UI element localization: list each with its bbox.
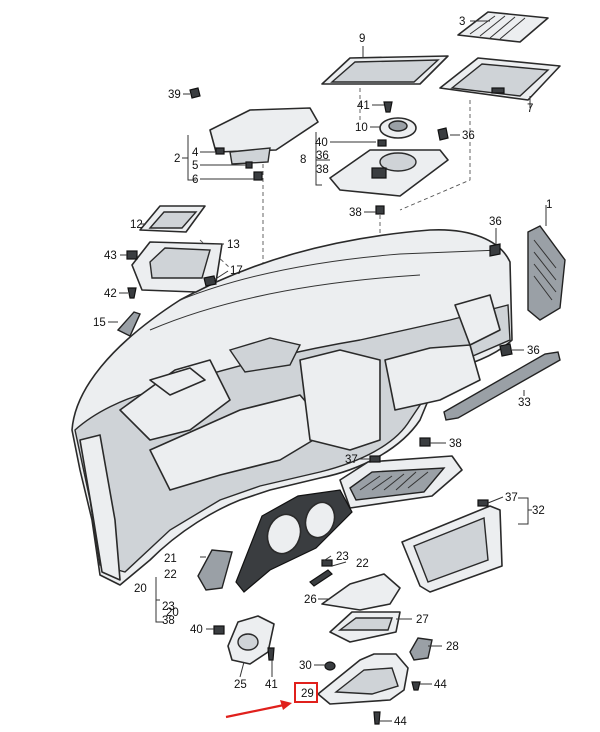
callout-1: 1 [546,199,552,211]
callout-40a: 40 [315,137,328,149]
callout-28: 28 [446,641,459,653]
callout-41b: 41 [265,679,278,691]
part-7-tray [439,57,561,101]
callout-32: 32 [532,505,545,517]
part-41-screw-top [383,101,393,113]
part-38-clip-right [419,437,431,447]
part-4-5-6-small-parts [215,147,263,181]
callout-5: 5 [192,160,198,172]
callout-38c: 38 [449,438,462,450]
part-9-display [321,55,449,85]
callout-27: 27 [416,614,429,626]
callout-21: 21 [164,553,177,565]
callout-41a: 41 [357,100,370,112]
part-37-clip-center [369,455,381,463]
red-arrow-head [280,700,292,710]
part-25-bracket [227,615,275,665]
part-37-vents-center [339,455,463,509]
callout-38a: 38 [316,164,329,176]
callout-36a: 36 [462,130,475,142]
part-44-screws [373,681,421,725]
callout-17: 17 [230,265,243,277]
part-39-clip [189,87,201,99]
part-12-frame [139,205,206,233]
leader-lines [108,20,547,722]
callout-20: 20 [134,583,147,595]
highlight-annotation [225,682,318,719]
highlight-box [294,682,318,703]
callout-42: 42 [104,288,117,300]
part-20-instrument-cluster [235,489,353,593]
callout-36b: 36 [316,150,329,162]
part-33-trim-strip [443,351,561,421]
part-15-side-cover [116,311,141,337]
callout-36d: 36 [527,345,540,357]
callout-40b: 40 [190,624,203,636]
part-30-clip [324,661,336,671]
callout-9: 9 [359,33,365,45]
red-arrow [225,703,285,719]
part-22-23-clips [309,559,333,587]
part-43-clip [126,250,138,260]
part-3-cover [457,11,549,43]
callout-15: 15 [93,317,106,329]
callout-labels: 1 2 3 4 5 6 7 8 9 10 12 13 15 17 20 20 2… [93,16,552,728]
part-40-clip-top [377,139,387,147]
callout-26: 26 [304,594,317,606]
callout-29: 29 [301,688,314,700]
part-41-screw-lower [267,647,275,661]
callout-23b: 23 [162,601,175,613]
callout-30: 30 [299,660,312,672]
callout-38d: 38 [162,615,175,627]
part-10-speaker [379,117,417,139]
callout-25: 25 [234,679,247,691]
callout-36c: 36 [489,216,502,228]
callout-37b: 37 [505,492,518,504]
part-2-storage-lid [209,107,319,165]
callout-4: 4 [192,147,199,159]
callout-22b: 22 [356,558,369,570]
part-26-column-cover [321,573,401,611]
part-13-glovebox [131,241,223,293]
callout-2: 2 [174,153,180,165]
part-27-cover [329,611,401,643]
part-21-side-vent [197,549,233,591]
callout-44a: 44 [434,679,447,691]
part-32-screen-frame [401,499,503,593]
callout-8: 8 [300,154,306,166]
part-1-side-vent [527,225,566,321]
part-28-switch [409,637,433,661]
part-40-clip-lower [213,625,225,635]
part-8-bracket [329,149,449,197]
dashboard-main-panel [71,229,513,586]
callout-37a: 37 [345,454,358,466]
callout-13: 13 [227,239,240,251]
part-36-clip-top [437,127,449,141]
callout-23a: 23 [336,551,349,563]
callout-20b: 20 [166,607,179,619]
callout-7: 7 [527,103,533,115]
part-29-lower-cover [317,653,409,705]
callout-6: 6 [192,174,198,186]
callout-39: 39 [168,89,181,101]
callout-38b: 38 [349,207,362,219]
part-36-clips-right [489,243,513,357]
part-38-screw-top [375,205,385,215]
part-17-clip [203,275,217,287]
callout-43: 43 [104,250,117,262]
callout-3: 3 [459,16,465,28]
callout-22a: 22 [164,569,177,581]
callout-10: 10 [355,122,368,134]
part-42-screw [127,287,137,299]
callout-44b: 44 [394,716,407,728]
callout-33: 33 [518,397,531,409]
callout-12: 12 [130,219,143,231]
